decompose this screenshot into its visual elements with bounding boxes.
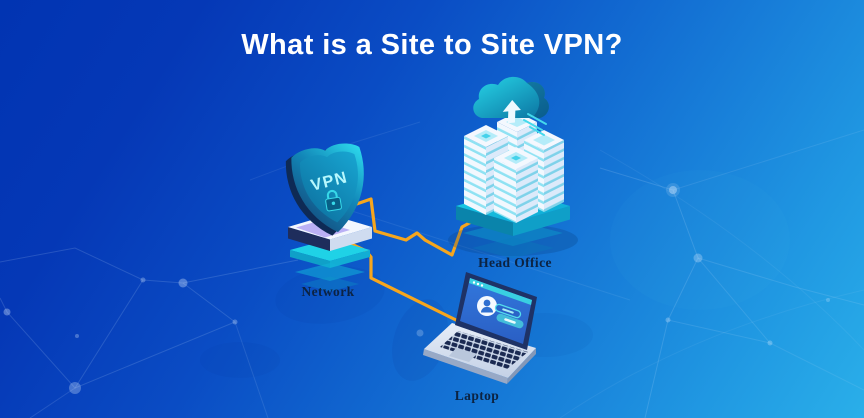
login-avatar-icon	[477, 296, 497, 316]
window-control-dots	[472, 281, 484, 287]
cloud-upload-icon	[473, 76, 549, 136]
laptop-node	[423, 272, 537, 384]
cloud-stream-lines	[523, 113, 547, 136]
network-node: VPN	[285, 143, 372, 292]
vpn-shield-icon: VPN	[285, 143, 364, 236]
constellation-nodes	[3, 183, 830, 394]
network-platform-stack	[288, 214, 372, 292]
laptop-label: Laptop	[454, 388, 500, 403]
connector-network-to-headoffice	[343, 197, 486, 257]
login-username-field	[494, 303, 522, 319]
laptop-screen	[455, 272, 537, 350]
laptop-touchpad	[449, 348, 477, 362]
head-office-label: Head Office	[478, 255, 552, 270]
server-building-icon	[464, 112, 564, 223]
network-label: Network	[301, 284, 355, 299]
login-password-field	[496, 313, 524, 329]
head-office-node	[448, 76, 578, 259]
lock-icon	[325, 189, 342, 212]
laptop-keyboard	[440, 331, 528, 369]
page-title: What is a Site to Site VPN?	[241, 29, 623, 61]
constellation-mesh	[0, 121, 864, 418]
laptop-icon	[423, 272, 537, 384]
